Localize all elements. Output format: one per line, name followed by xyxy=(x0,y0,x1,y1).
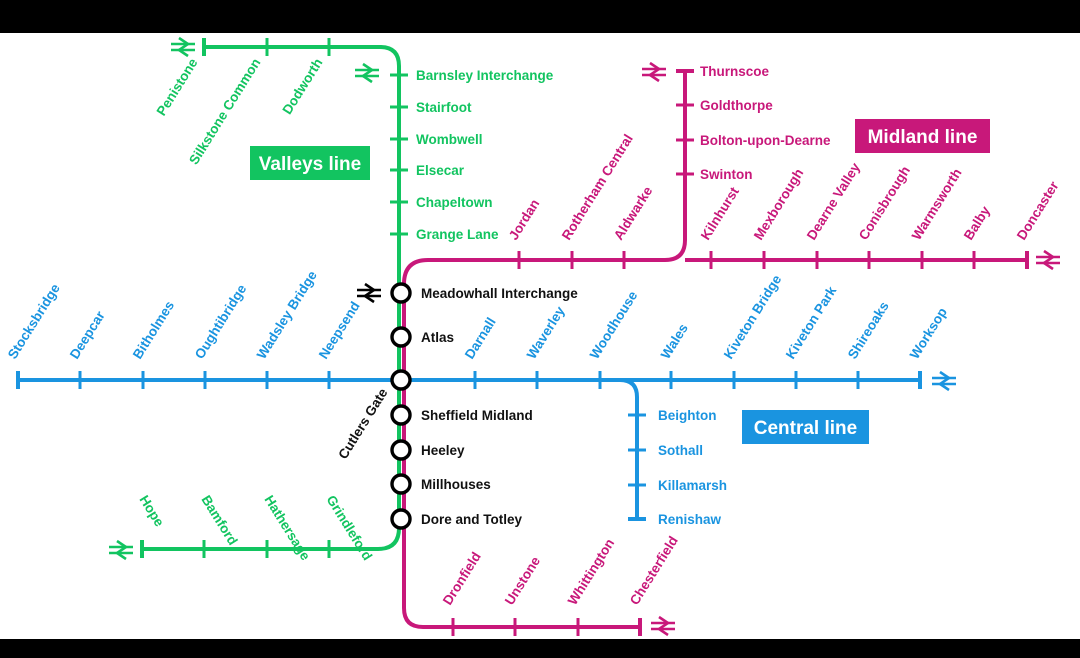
national-rail-icon xyxy=(355,62,379,84)
central-line-south xyxy=(605,378,639,519)
station-label-killamarsh: Killamarsh xyxy=(658,478,727,493)
interchange-stations-layer xyxy=(390,282,412,530)
central-line-title-box xyxy=(742,410,869,444)
station-label-millhouses: Millhouses xyxy=(421,477,491,492)
station-label-wombwell: Wombwell xyxy=(416,132,483,147)
station-label-chapeltown: Chapeltown xyxy=(416,195,493,210)
interchange-station-dore-and-totley xyxy=(390,508,412,530)
midland-line-title-box xyxy=(855,119,990,153)
station-label-renishaw: Renishaw xyxy=(658,512,722,527)
national-rail-icon xyxy=(642,61,666,83)
central-line-title: Central line xyxy=(754,418,857,439)
rail-icons-layer xyxy=(109,36,1060,637)
station-label-goldthorpe: Goldthorpe xyxy=(700,98,773,113)
midland-line-south xyxy=(402,300,640,629)
midland-line-title: Midland line xyxy=(868,127,978,148)
midland-line-north xyxy=(402,71,687,300)
station-label-atlas: Atlas xyxy=(421,330,454,345)
national-rail-icon xyxy=(651,615,675,637)
interchange-station-cutlers-gate xyxy=(390,369,412,391)
station-label-swinton: Swinton xyxy=(700,167,753,182)
station-label-thurnscoe: Thurnscoe xyxy=(700,64,770,79)
valleys-line-title: Valleys line xyxy=(259,154,361,175)
national-rail-icon xyxy=(357,282,381,304)
interchange-station-sheffield-midland xyxy=(390,404,412,426)
station-ticks-layer xyxy=(16,38,1029,636)
station-label-sheffield-midland: Sheffield Midland xyxy=(421,408,533,423)
national-rail-icon xyxy=(1036,249,1060,271)
station-label-meadowhall-interchange: Meadowhall Interchange xyxy=(421,286,578,301)
national-rail-icon xyxy=(932,370,956,392)
interchange-station-heeley xyxy=(390,439,412,461)
valleys-line-north xyxy=(204,45,401,298)
station-label-bolton-upon-dearne: Bolton-upon-Dearne xyxy=(700,133,831,148)
interchange-station-atlas xyxy=(390,326,412,348)
station-label-grange-lane: Grange Lane xyxy=(416,227,499,242)
interchange-station-meadowhall-interchange xyxy=(390,282,412,304)
station-label-heeley: Heeley xyxy=(421,443,465,458)
national-rail-icon xyxy=(109,539,133,561)
station-label-dore-and-totley: Dore and Totley xyxy=(421,512,523,527)
station-label-barnsley-interchange: Barnsley Interchange xyxy=(416,68,554,83)
station-label-beighton: Beighton xyxy=(658,408,717,423)
station-label-elsecar: Elsecar xyxy=(416,163,465,178)
station-label-sothall: Sothall xyxy=(658,443,703,458)
station-label-stairfoot: Stairfoot xyxy=(416,100,472,115)
national-rail-icon xyxy=(171,36,195,58)
valleys-line-title-box xyxy=(250,146,370,180)
interchange-station-millhouses xyxy=(390,473,412,495)
